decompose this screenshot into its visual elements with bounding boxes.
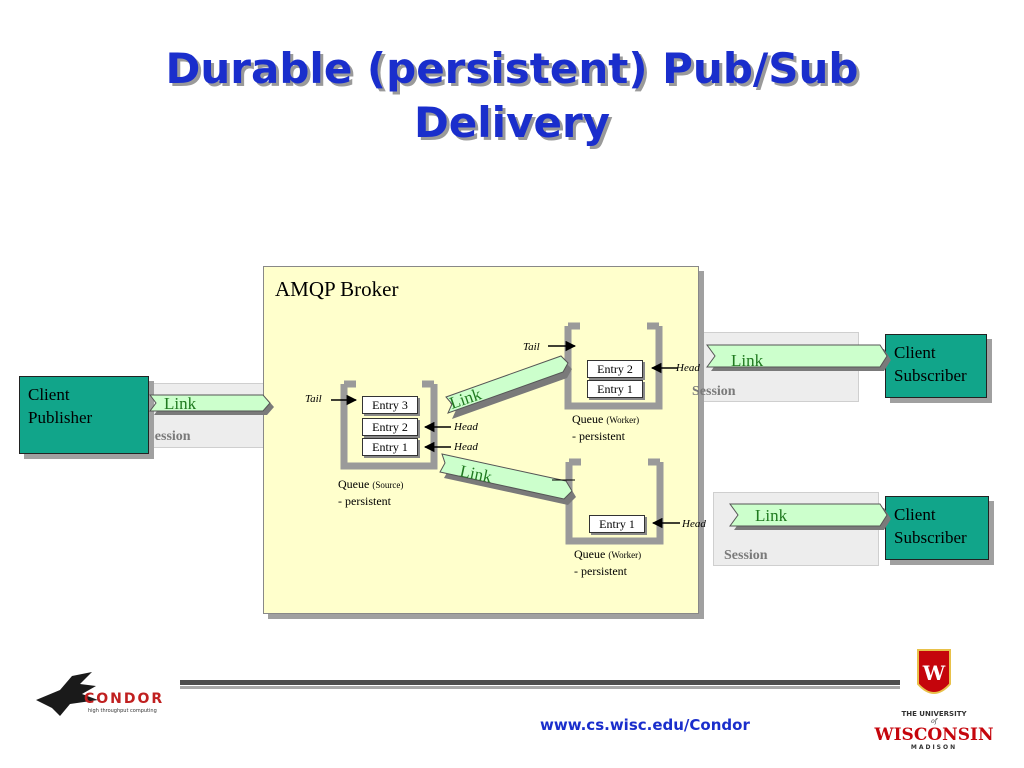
condor-logo-text: CONDOR [84,691,164,707]
internal-link-upper: Link [445,355,572,419]
client-subscriber-1-line-2: Subscriber [894,366,967,385]
uw-crest-icon [917,649,951,694]
worker-1-tail-label: Tail [523,341,540,353]
worker-queue-2-entry-1: Entry 1 [589,515,645,533]
source-queue-label-sub: (Source) [372,480,404,490]
uw-crest-w: W [922,661,946,685]
worker-queue-2-label-line-2: - persistent [574,564,627,578]
client-subscriber-1-line-1: Client [894,343,936,362]
worker-queue-2-label-main: Queue [574,547,606,561]
client-publisher-line-2: Publisher [28,408,93,427]
subscriber-2-link-label: Link [755,506,788,525]
publisher-link-label: Link [164,394,197,413]
worker-queue-1-label-line-2: - persistent [572,429,625,443]
source-queue-label: Queue (Source) - persistent [338,476,403,509]
worker-queue-1-label: Queue (Worker) - persistent [572,411,639,444]
worker-queue-2-label: Queue (Worker) - persistent [574,546,641,579]
source-queue-entry-3: Entry 3 [362,396,418,414]
source-head-label-2: Head [454,441,478,453]
subscriber-1-link-label: Link [731,351,764,370]
worker-queue-1-label-sub: (Worker) [606,415,640,425]
source-queue-entry-1: Entry 1 [362,438,418,456]
broker-title: AMQP Broker [275,277,399,301]
condor-logo-tagline: high throughput computing [88,708,157,714]
client-subscriber-2: Client Subscriber [885,496,989,560]
worker-queue-1-label-main: Queue [572,412,604,426]
client-publisher: Client Publisher [19,376,149,454]
worker-queue-2-label-sub: (Worker) [608,550,642,560]
subscriber-1-link-arrow: Link [706,344,891,371]
source-head-label-1: Head [454,421,478,433]
client-subscriber-2-line-1: Client [894,505,936,524]
uw-logo-line-1: THE UNIVERSITY [901,710,967,718]
uw-logo-line-2: of [931,718,939,725]
amqp-broker [263,266,699,614]
client-publisher-line-1: Client [28,385,70,404]
client-subscriber-2-line-2: Subscriber [894,528,967,547]
worker-1-head-label: Head [676,362,700,374]
uw-logo-line-3: WISCONSIN [874,725,994,745]
worker-queue-1-entry-1: Entry 1 [587,380,643,398]
slide-title-line-1: Durable (persistent) Pub/Sub [165,44,859,93]
source-queue-label-main: Queue [338,477,370,491]
condor-bird-icon [36,672,98,716]
slide-title: Durable (persistent) Pub/Sub Delivery [0,42,1024,150]
condor-logo: CONDOR high throughput computing [36,672,164,716]
worker-queue-1-entry-2: Entry 2 [587,360,643,378]
publisher-link-arrow: Link [149,394,274,415]
source-queue-label-line-2: - persistent [338,494,391,508]
subscriber-2-session-label: Session [724,548,768,563]
subscriber-1-session-label: Session [692,384,736,399]
uw-logo-line-4: MADISON [911,744,957,751]
footer-bar-dark [180,680,900,685]
worker-2-head-label: Head [682,518,706,530]
footer-url-link[interactable]: www.cs.wisc.edu/Condor [540,716,750,734]
client-subscriber-1: Client Subscriber [885,334,987,398]
subscriber-2-link-arrow: Link [729,503,891,530]
uw-crest-logo: W THE UNIVERSITY of WISCONSIN MADISON [874,649,994,751]
footer-bar-light [180,686,900,689]
slide-title-line-2: Delivery [413,98,611,147]
source-queue-entry-2: Entry 2 [362,418,418,436]
publisher-session-label: Session [147,429,191,444]
source-tail-label: Tail [305,393,322,405]
